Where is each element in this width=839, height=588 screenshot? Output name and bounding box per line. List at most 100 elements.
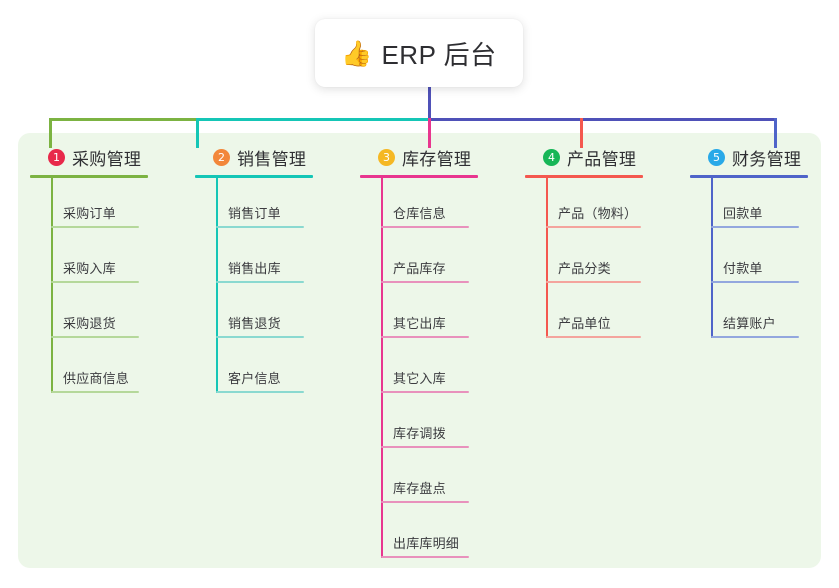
leaf-node-rule [546,336,641,338]
leaf-node-label: 结算账户 [723,316,776,331]
root-node-title: ERP 后台 [381,39,497,70]
leaf-node-label: 采购退货 [63,316,116,331]
leaf-node[interactable]: 客户信息 [195,343,345,398]
leaf-node[interactable]: 产品（物料） [525,178,675,233]
leaf-node[interactable]: 库存调拨 [360,398,510,453]
leaf-node[interactable]: 库存盘点 [360,453,510,508]
drop-line-col-1 [49,118,52,148]
leaf-node-rule [381,556,469,558]
leaf-node-label: 仓库信息 [393,206,446,221]
leaf-node-rule [381,281,469,283]
leaf-node-label: 销售出库 [228,261,281,276]
branch-header-1[interactable]: 1 采购管理 [30,145,180,169]
leaf-node-label: 销售订单 [228,206,281,221]
leaf-node-rule [216,226,304,228]
branch-title-2: 销售管理 [237,149,307,169]
leaf-node[interactable]: 产品单位 [525,288,675,343]
leaf-node-rule [381,446,469,448]
branch-title-1: 采购管理 [72,149,142,169]
branch-items-5: 回款单付款单结算账户 [690,178,839,343]
branch-badge-1: 1 [48,148,65,166]
branch-items-1: 采购订单采购入库采购退货供应商信息 [30,178,180,398]
leaf-node-label: 其它出库 [393,316,446,331]
leaf-node[interactable]: 销售退货 [195,288,345,343]
branch-rule-5 [690,175,808,178]
branch-header-5[interactable]: 5 财务管理 [690,145,839,169]
leaf-node[interactable]: 回款单 [690,178,839,233]
branch-title-5: 财务管理 [732,149,802,169]
leaf-node-label: 产品单位 [558,316,611,331]
drop-line-col-3 [428,118,431,148]
drop-line-col-2 [196,118,199,148]
branch-spine-1 [51,178,53,393]
leaf-node[interactable]: 销售订单 [195,178,345,233]
leaf-node-label: 其它入库 [393,371,446,386]
branch-items-3: 仓库信息产品库存其它出库其它入库库存调拨库存盘点出库库明细 [360,178,510,563]
leaf-node[interactable]: 付款单 [690,233,839,288]
bus-segment-indigo [429,118,777,121]
root-node-card[interactable]: 👍 ERP 后台 [315,19,523,87]
branch-items-4: 产品（物料） 产品分类产品单位 [525,178,675,343]
leaf-node-label: 库存盘点 [393,481,446,496]
leaf-node[interactable]: 产品分类 [525,233,675,288]
drop-line-col-4 [580,118,583,148]
branch-spine-4 [546,178,548,338]
leaf-node-rule [381,226,469,228]
leaf-node-rule [381,391,469,393]
branch-column-1: 1 采购管理采购订单采购入库采购退货供应商信息 [30,145,180,398]
leaf-node-label: 付款单 [723,261,763,276]
branch-rule-3 [360,175,478,178]
leaf-node[interactable]: 结算账户 [690,288,839,343]
leaf-node[interactable]: 采购入库 [30,233,180,288]
branch-title-4: 产品管理 [567,149,637,169]
bus-segment-green [49,118,197,121]
leaf-node[interactable]: 采购退货 [30,288,180,343]
leaf-node-rule [381,336,469,338]
leaf-node-label: 回款单 [723,206,763,221]
leaf-node-rule [711,226,799,228]
leaf-node[interactable]: 其它入库 [360,343,510,398]
leaf-node[interactable]: 产品库存 [360,233,510,288]
leaf-node-label: 产品（物料） [558,206,638,221]
branch-spine-5 [711,178,713,338]
branch-column-5: 5 财务管理回款单付款单结算账户 [690,145,839,343]
branch-spine-3 [381,178,383,558]
branch-badge-5: 5 [708,148,725,166]
leaf-node[interactable]: 其它出库 [360,288,510,343]
leaf-node[interactable]: 供应商信息 [30,343,180,398]
branch-badge-3: 3 [378,148,395,166]
leaf-node-rule [51,281,139,283]
leaf-node[interactable]: 采购订单 [30,178,180,233]
leaf-node-rule [546,226,641,228]
leaf-node-label: 销售退货 [228,316,281,331]
branch-rule-2 [195,175,313,178]
leaf-node[interactable]: 销售出库 [195,233,345,288]
leaf-node-rule [546,281,641,283]
leaf-node-label: 产品分类 [558,261,611,276]
leaf-node[interactable]: 出库库明细 [360,508,510,563]
leaf-node-rule [216,281,304,283]
leaf-node-label: 采购订单 [63,206,116,221]
leaf-node-label: 采购入库 [63,261,116,276]
leaf-node-rule [51,336,139,338]
thumbs-up-icon: 👍 [341,38,373,68]
diagram-panel [18,133,821,568]
leaf-node-rule [216,336,304,338]
branch-spine-2 [216,178,218,393]
leaf-node-rule [216,391,304,393]
branch-items-2: 销售订单销售出库销售退货客户信息 [195,178,345,398]
leaf-node-label: 产品库存 [393,261,446,276]
leaf-node-rule [381,501,469,503]
leaf-node-label: 客户信息 [228,371,281,386]
leaf-node[interactable]: 仓库信息 [360,178,510,233]
leaf-node-label: 供应商信息 [63,371,130,386]
drop-line-col-5 [774,118,777,148]
root-stem-line [428,87,431,120]
